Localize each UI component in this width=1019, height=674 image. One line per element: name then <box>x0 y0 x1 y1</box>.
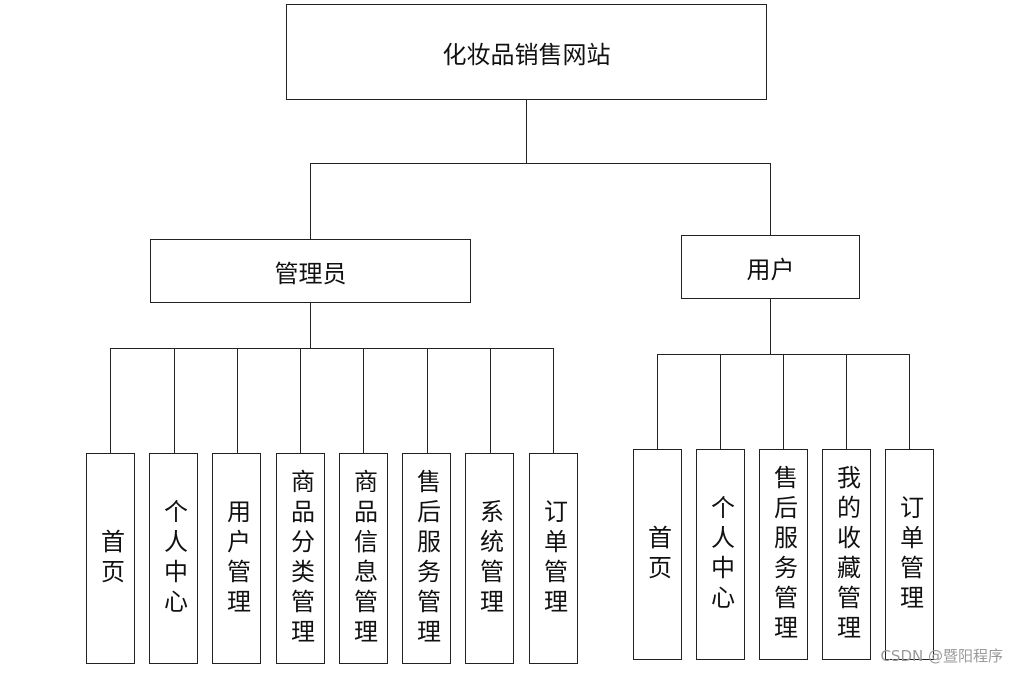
connector-line <box>720 354 721 450</box>
connector-line <box>300 348 301 454</box>
admin-item-system-management: 系统管理 <box>465 453 514 664</box>
connector-line <box>553 348 554 454</box>
connector-line <box>237 348 238 454</box>
admin-node: 管理员 <box>150 239 471 303</box>
connector-line <box>310 163 771 164</box>
admin-item-after-sales-management: 售后服务管理 <box>402 453 451 664</box>
user-item-after-sales-management: 售后服务管理 <box>759 449 808 660</box>
connector-line <box>427 348 428 454</box>
user-item-favorites-management: 我的收藏管理 <box>822 449 871 660</box>
connector-line <box>310 303 311 349</box>
user-item-home: 首页 <box>633 449 682 660</box>
connector-line <box>909 354 910 450</box>
user-item-personal-center: 个人中心 <box>696 449 745 660</box>
connector-line <box>363 348 364 454</box>
admin-item-category-management: 商品分类管理 <box>276 453 325 664</box>
root-node: 化妆品销售网站 <box>286 4 767 100</box>
connector-line <box>490 348 491 454</box>
connector-line <box>310 163 311 240</box>
connector-line <box>110 348 111 454</box>
admin-item-product-management: 商品信息管理 <box>339 453 388 664</box>
connector-line <box>657 354 658 450</box>
admin-item-home: 首页 <box>86 453 135 664</box>
admin-item-order-management: 订单管理 <box>529 453 578 664</box>
connector-line <box>110 348 554 349</box>
admin-item-personal-center: 个人中心 <box>149 453 198 664</box>
connector-line <box>783 354 784 450</box>
connector-line <box>770 299 771 355</box>
connector-line <box>846 354 847 450</box>
user-node: 用户 <box>681 235 860 299</box>
connector-line <box>770 163 771 236</box>
connector-line <box>174 348 175 454</box>
watermark: CSDN @暨阳程序 <box>880 647 1003 665</box>
user-item-order-management: 订单管理 <box>885 449 934 660</box>
admin-item-user-management: 用户管理 <box>212 453 261 664</box>
connector-line <box>526 100 527 164</box>
